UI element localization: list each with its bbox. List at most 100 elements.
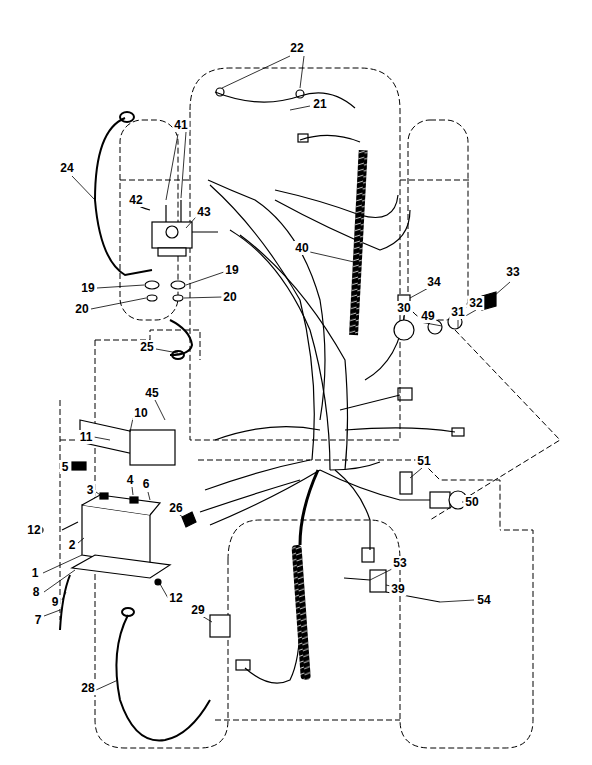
leader-line (96, 616, 212, 690)
callout-number: 1 (30, 566, 41, 580)
callout-number: 45 (143, 386, 160, 400)
callout-number: 40 (293, 241, 310, 255)
ignition-switch (394, 320, 414, 340)
connector (216, 88, 224, 96)
callout-number: 22 (288, 41, 305, 55)
wire (300, 135, 360, 142)
leader-line (43, 538, 84, 616)
leader-line (91, 272, 224, 309)
callout-number: 20 (221, 290, 238, 304)
callout-number: 53 (391, 556, 408, 570)
cable (116, 615, 210, 741)
callout-number: 9 (50, 595, 61, 609)
leader-line (370, 563, 474, 602)
callout-number: 43 (195, 205, 212, 219)
bolt (62, 522, 78, 530)
connector (362, 548, 374, 562)
battery-strap (130, 430, 175, 465)
callout-number: 31 (449, 305, 466, 319)
hood-outline (190, 68, 400, 440)
connector (452, 428, 464, 436)
callout-number: 30 (395, 301, 412, 315)
callout-number: 12 (167, 591, 184, 605)
callout-number: 5 (60, 460, 71, 474)
tractor-outline (60, 68, 560, 748)
terminal-cover (72, 462, 86, 470)
wire (230, 230, 330, 470)
wire (330, 462, 380, 470)
wire (345, 428, 455, 432)
wire (215, 427, 320, 440)
callout-number: 25 (138, 340, 155, 354)
callout-number: 49 (419, 309, 436, 323)
callout-number: 2 (67, 538, 78, 552)
rear-axle-outline (215, 720, 400, 721)
connector (298, 134, 308, 142)
battery-assembly (37, 420, 175, 585)
callout-number: 10 (132, 406, 149, 420)
callout-number: 4 (125, 473, 136, 487)
dash-outline (430, 330, 560, 520)
washer (145, 281, 159, 289)
callout-number: 54 (475, 593, 492, 607)
light-switch (430, 492, 450, 508)
rear-wheel-outline (400, 530, 533, 748)
battery-terminal (130, 497, 138, 503)
frame-outline (95, 330, 200, 520)
callout-number: 28 (79, 681, 96, 695)
callout-number: 3 (85, 483, 96, 497)
callout-number: 19 (223, 263, 240, 277)
leader-line (222, 56, 304, 88)
leader-line (72, 466, 150, 500)
terminal (120, 112, 134, 122)
nut (173, 295, 183, 301)
axle-outline (120, 180, 470, 181)
callout-number: 34 (425, 275, 442, 289)
callout-number: 26 (167, 501, 184, 515)
leader-line (160, 512, 184, 598)
wire (215, 92, 355, 108)
callout-number: 6 (141, 477, 152, 491)
callout-number: 51 (415, 454, 432, 468)
cable (95, 118, 152, 275)
callout-number: 42 (127, 193, 144, 207)
wire (200, 480, 300, 512)
wire (335, 470, 370, 550)
callout-number: 19 (79, 281, 96, 295)
connector (236, 660, 250, 670)
callout-number: 24 (58, 161, 75, 175)
front-wheel-outline (408, 120, 468, 320)
callout-number: 33 (504, 265, 521, 279)
nut (147, 295, 157, 301)
callout-number: 20 (73, 302, 90, 316)
wire (275, 190, 398, 218)
wire (240, 235, 348, 470)
front-wheel-outline (120, 120, 178, 320)
wire (210, 185, 314, 460)
leader-line (310, 252, 354, 262)
callout-number: 50 (463, 495, 480, 509)
solenoid-body (152, 222, 192, 248)
terminal (122, 608, 134, 616)
leader-line (94, 349, 178, 440)
callout-number: 32 (467, 296, 484, 310)
cable (60, 575, 70, 630)
leader-line (410, 468, 468, 502)
switches (182, 292, 496, 637)
wire (340, 395, 400, 410)
wire (205, 460, 310, 490)
connector (296, 90, 304, 98)
callout-number: 39 (389, 582, 406, 596)
callout-number: 11 (78, 430, 95, 444)
wire (245, 620, 300, 683)
wire (365, 310, 405, 380)
cable (170, 320, 192, 355)
callout-number: 8 (31, 585, 42, 599)
battery-cables (60, 112, 210, 741)
pto-switch (210, 615, 230, 637)
connector (398, 388, 412, 400)
callout-number: 29 (189, 603, 206, 617)
light-switch-bezel (400, 472, 412, 494)
